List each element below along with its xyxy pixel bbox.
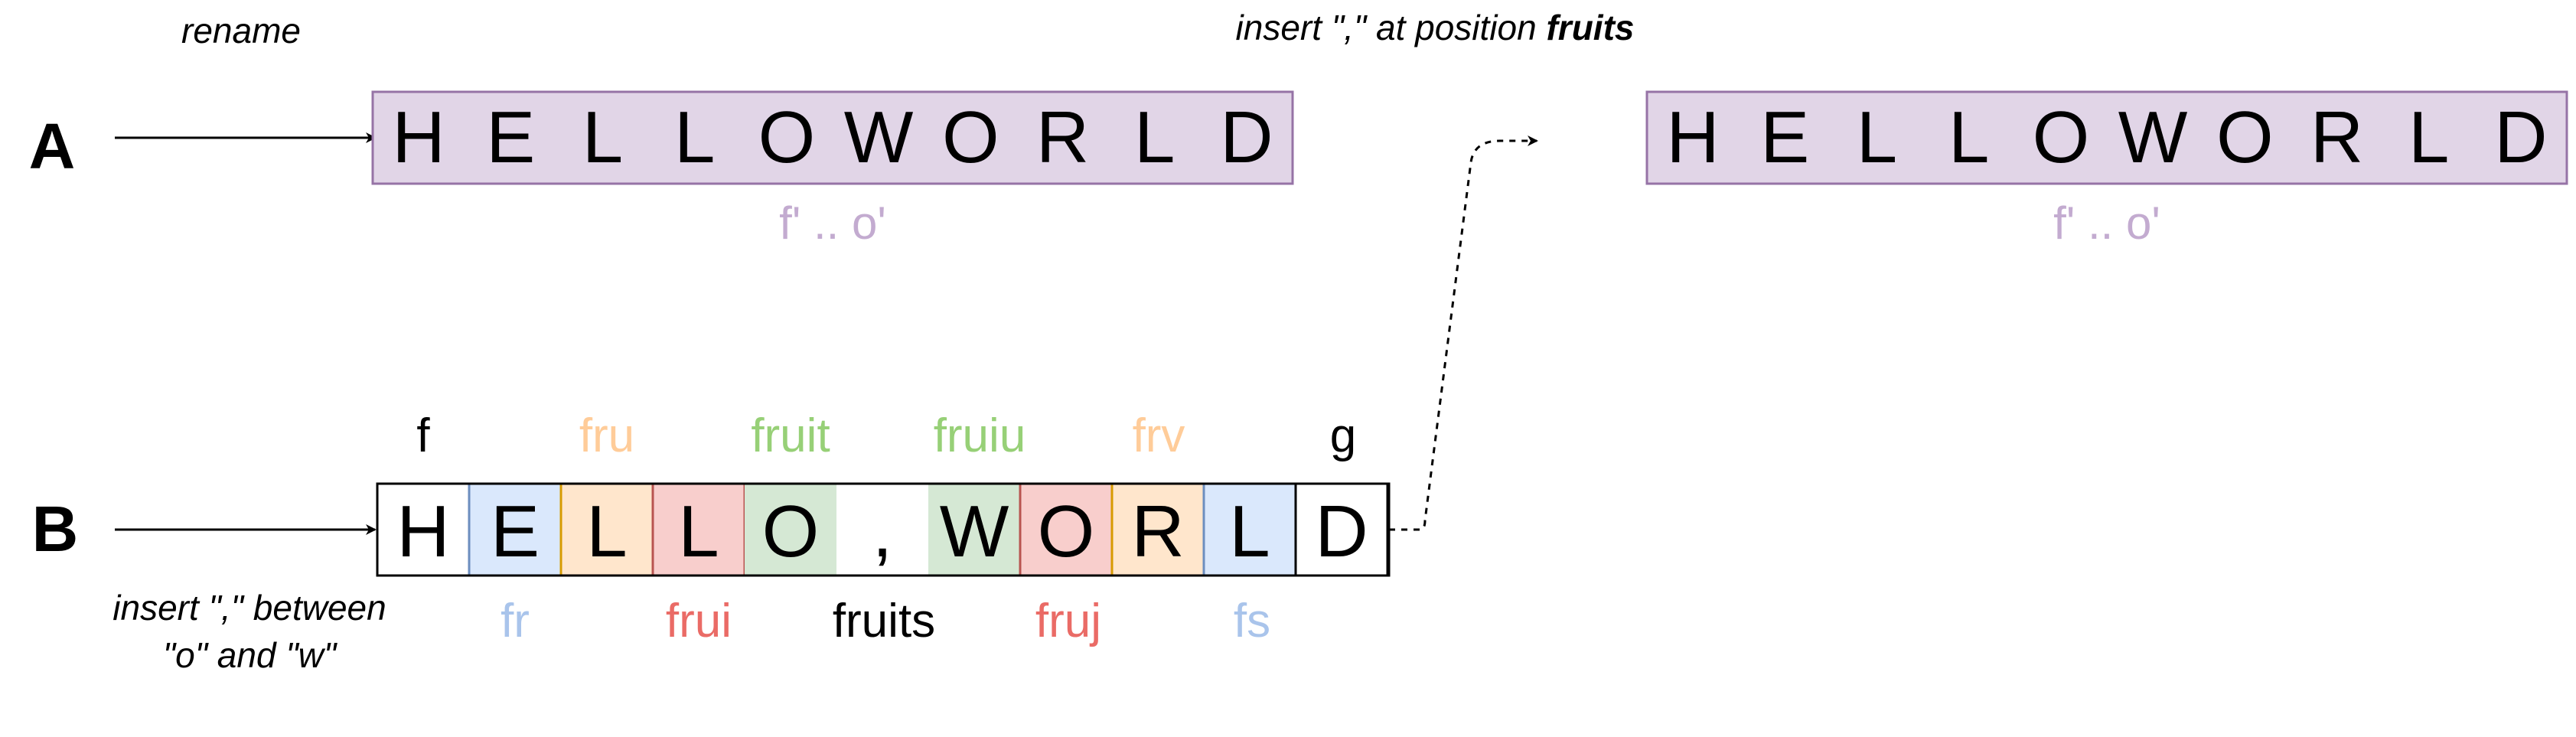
row-b-top-id: f bbox=[416, 409, 430, 462]
row-a-box bbox=[371, 90, 1294, 185]
row-b-note-line2: "o" and "w" bbox=[163, 635, 338, 675]
row-b-cell-char: H bbox=[396, 491, 449, 572]
row-a-result-letter: R bbox=[2310, 96, 2363, 178]
row-b-cell bbox=[928, 484, 1020, 576]
row-a-result-letter: H bbox=[1666, 96, 1719, 178]
row-a-letter: L bbox=[674, 96, 715, 178]
row-b-top-id: g bbox=[1330, 409, 1356, 462]
row-a-letter: L bbox=[1134, 96, 1175, 178]
row-b-note-line1: insert "," between bbox=[112, 588, 386, 628]
row-b-cell-char: O bbox=[1038, 491, 1095, 572]
row-b-bottom-id: fruits bbox=[833, 595, 935, 647]
row-b-top-id: fru bbox=[579, 409, 634, 462]
row-b-bottom-id: fruj bbox=[1035, 595, 1101, 647]
row-b-cell bbox=[745, 484, 836, 576]
insert-note: insert "," at position fruits bbox=[1236, 8, 1635, 47]
row-a-result-box bbox=[1645, 90, 2568, 185]
row-a-result-letter: L bbox=[1948, 96, 1989, 178]
row-a-letter: L bbox=[582, 96, 623, 178]
row-b-cell-char: L bbox=[1229, 491, 1270, 572]
row-b-cell bbox=[1294, 482, 1389, 577]
row-b-bottom-id: fr bbox=[501, 595, 530, 647]
row-b-cell bbox=[1110, 482, 1205, 577]
row-a-letter: E bbox=[486, 96, 535, 178]
row-b-label: B bbox=[32, 493, 79, 565]
row-b-cell-char: D bbox=[1315, 491, 1368, 572]
row-b-top-ids: f fru fruit fruiu frv g bbox=[416, 409, 1356, 462]
row-b-top-id: frv bbox=[1133, 409, 1185, 462]
insert-connector bbox=[1389, 135, 1538, 531]
row-b-cell-char: E bbox=[491, 491, 540, 572]
row-b-cell bbox=[836, 484, 928, 576]
row-a-letter: O bbox=[758, 96, 816, 178]
row-b-cell-char: O bbox=[762, 491, 820, 572]
row-b-cell-char: R bbox=[1131, 491, 1184, 572]
row-a-letter: R bbox=[1036, 96, 1089, 178]
row-b-bottom-ids: fr frui fruits fruj fs bbox=[501, 595, 1270, 647]
row-a-result-letter: E bbox=[1760, 96, 1809, 178]
row-a-letter: D bbox=[1220, 96, 1273, 178]
row-b-cell-char: , bbox=[872, 491, 893, 572]
row-a-result-range-label: f' .. o' bbox=[2053, 197, 2160, 249]
row-b-top-id: fruit bbox=[751, 409, 830, 462]
row-a-range-label: f' .. o' bbox=[779, 197, 886, 249]
row-a-letter: O bbox=[942, 96, 999, 178]
row-b-bottom-id: frui bbox=[666, 595, 732, 647]
insert-note-bold: fruits bbox=[1546, 8, 1634, 47]
row-a-result-letter: D bbox=[2494, 96, 2547, 178]
insert-note-prefix: insert "," at position bbox=[1236, 8, 1547, 47]
row-a-result-letter: L bbox=[2408, 96, 2449, 178]
row-a-note: rename bbox=[181, 11, 301, 51]
row-b-top-id: fruiu bbox=[934, 409, 1026, 462]
row-a-result-letter: O bbox=[2216, 96, 2274, 178]
row-b-bottom-id: fs bbox=[1234, 595, 1270, 647]
row-b-cell-char: W bbox=[940, 491, 1009, 572]
row-a-letter: W bbox=[844, 96, 914, 178]
row-a-result-letter: O bbox=[2033, 96, 2090, 178]
row-a-label: A bbox=[29, 110, 76, 182]
row-b-cell-char: L bbox=[586, 491, 627, 572]
row-a-result-letter: W bbox=[2118, 96, 2188, 178]
row-b-cell-char: L bbox=[678, 491, 719, 572]
row-a-result-letter: L bbox=[1857, 96, 1897, 178]
row-a-letter: H bbox=[392, 96, 445, 178]
